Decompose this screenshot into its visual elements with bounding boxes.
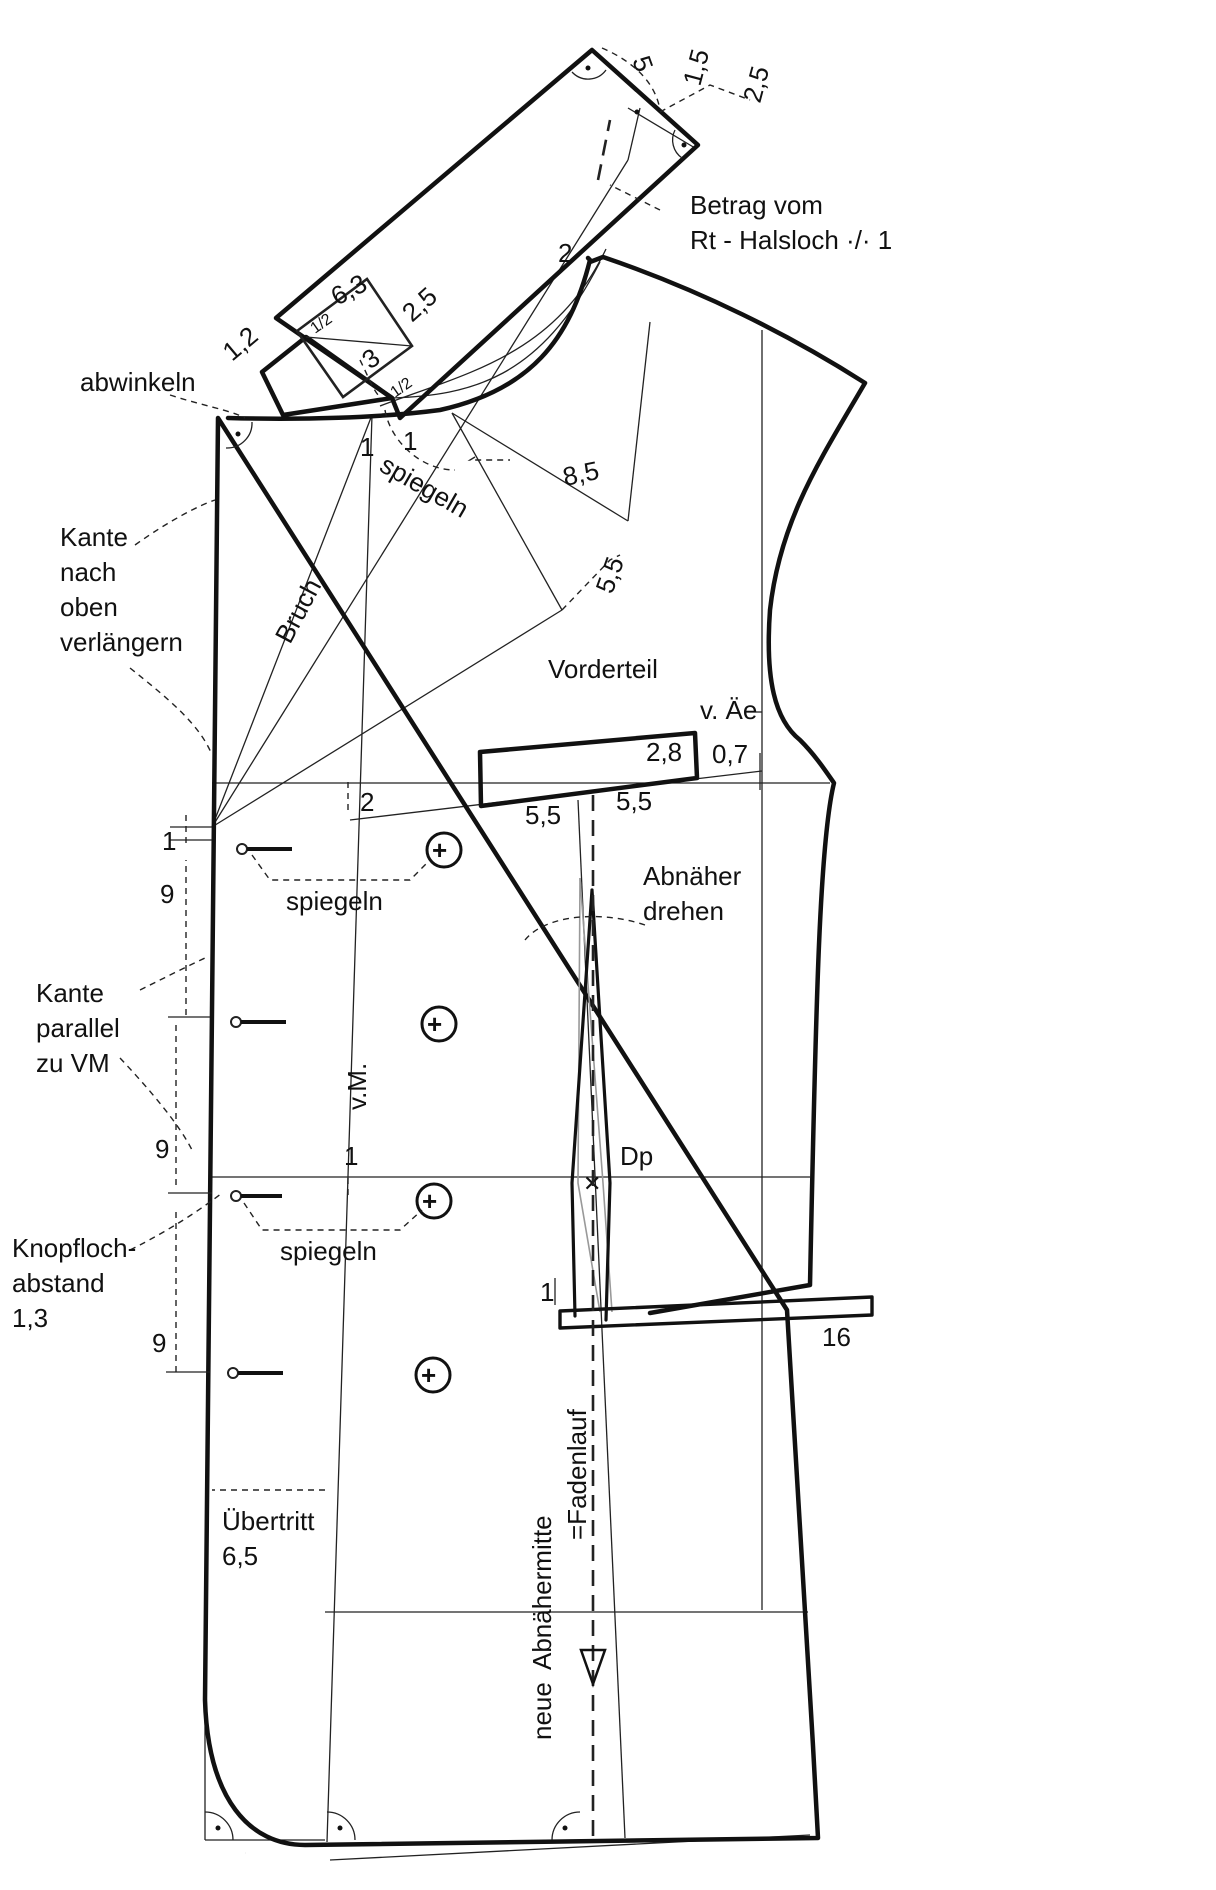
svg-text:5,5: 5,5: [525, 800, 561, 830]
svg-text:Rt - Halsloch ·/· 1: Rt - Halsloch ·/· 1: [690, 225, 892, 255]
label-vorderteil: Vorderteil: [548, 654, 658, 684]
svg-text:verlängern: verlängern: [60, 627, 183, 657]
neckline-curves: [379, 248, 607, 407]
label-uebertritt: Übertritt 6,5: [222, 1506, 315, 1571]
svg-text:9: 9: [152, 1328, 166, 1358]
svg-text:Kante: Kante: [60, 522, 128, 552]
svg-text:oben: oben: [60, 592, 118, 622]
waist-pocket: [558, 1295, 874, 1330]
annotation-arrows: [119, 47, 751, 1491]
label-spiegeln-top: spiegeln: [375, 449, 474, 523]
label-bruch: Bruch: [269, 574, 327, 648]
svg-text:1: 1: [344, 1141, 358, 1171]
svg-text:9: 9: [160, 879, 174, 909]
svg-text:5,5: 5,5: [616, 786, 652, 816]
label-abnaeher-drehen: Abnäher drehen: [643, 861, 742, 926]
svg-text:1,3: 1,3: [12, 1303, 48, 1333]
svg-text:zu VM: zu VM: [36, 1048, 110, 1078]
dart: ✕: [570, 877, 613, 1322]
svg-text:Knopfloch-: Knopfloch-: [12, 1233, 136, 1263]
grain-arrow: [579, 1648, 607, 1688]
svg-text:Abnäher: Abnäher: [643, 861, 742, 891]
button-4: +: [414, 1356, 452, 1394]
chest-pocket: [477, 730, 700, 809]
label-abwinkeln: abwinkeln: [80, 367, 196, 397]
svg-text:2,5: 2,5: [396, 281, 443, 327]
svg-text:5,5: 5,5: [589, 553, 630, 597]
buttonholes: [227, 843, 292, 1379]
label-spiegeln-mid: spiegeln: [286, 886, 383, 916]
svg-text:abstand: abstand: [12, 1268, 105, 1298]
svg-text:2,5: 2,5: [737, 63, 775, 106]
svg-text:+: +: [427, 1009, 442, 1039]
svg-text:drehen: drehen: [643, 896, 724, 926]
svg-text:Betrag vom: Betrag vom: [690, 190, 823, 220]
svg-text:1: 1: [360, 432, 374, 462]
svg-text:+: +: [432, 835, 447, 865]
svg-text:Abnähermitte: Abnähermitte: [527, 1515, 557, 1670]
label-betrag-vom: Betrag vom Rt - Halsloch ·/· 1: [690, 190, 892, 255]
svg-text:9: 9: [155, 1134, 169, 1164]
buttonhole-3: [230, 1190, 282, 1202]
svg-text:+: +: [422, 1186, 437, 1216]
buttonhole-4: [227, 1367, 283, 1379]
svg-text:1,2: 1,2: [217, 320, 264, 366]
button-3: +: [415, 1182, 453, 1220]
buttons: + + + +: [414, 831, 463, 1394]
svg-text:6,5: 6,5: [222, 1541, 258, 1571]
label-vm: v.M.: [342, 1063, 372, 1110]
svg-text:1: 1: [540, 1277, 554, 1307]
svg-text:nach: nach: [60, 557, 116, 587]
svg-text:+: +: [421, 1360, 436, 1390]
label-kante-parallel: Kante parallel zu VM: [36, 978, 120, 1078]
svg-text:1: 1: [403, 426, 417, 456]
svg-text:5: 5: [626, 52, 659, 76]
button-2: +: [420, 1005, 458, 1043]
label-kante-nach-oben: Kante nach oben verlängern: [60, 522, 183, 657]
label-abnaehermitte: neue Abnähermitte =Fadenlauf: [527, 1408, 592, 1740]
svg-text:1/2: 1/2: [308, 311, 336, 338]
label-spiegeln-low: spiegeln: [280, 1236, 377, 1266]
svg-text:2: 2: [360, 787, 374, 817]
dimension-ticks: [166, 711, 762, 1373]
buttonhole-2: [230, 1016, 286, 1028]
button-1: +: [425, 831, 463, 869]
svg-text:Kante: Kante: [36, 978, 104, 1008]
svg-text:Übertritt: Übertritt: [222, 1506, 315, 1536]
svg-text:2,8: 2,8: [646, 737, 682, 767]
svg-text:1: 1: [162, 826, 176, 856]
front-piece-outline: [202, 254, 868, 1848]
svg-text:parallel: parallel: [36, 1013, 120, 1043]
svg-text:0,7: 0,7: [712, 739, 748, 769]
label-dp: Dp: [620, 1141, 653, 1171]
label-knopfloch-abstand: Knopfloch- abstand 1,3: [12, 1233, 136, 1333]
buttonhole-1: [236, 843, 292, 855]
label-v-ae: v. Äe: [700, 695, 757, 725]
construction-lines: [204, 107, 830, 1861]
svg-text:=Fadenlauf: =Fadenlauf: [562, 1408, 592, 1540]
svg-text:16: 16: [822, 1322, 851, 1352]
right-angle-marks: [204, 65, 687, 1841]
svg-text:neue: neue: [527, 1682, 557, 1740]
collar-stand: [259, 334, 395, 418]
svg-text:2: 2: [558, 238, 572, 268]
svg-text:8,5: 8,5: [560, 455, 602, 492]
svg-text:1,5: 1,5: [677, 46, 715, 89]
